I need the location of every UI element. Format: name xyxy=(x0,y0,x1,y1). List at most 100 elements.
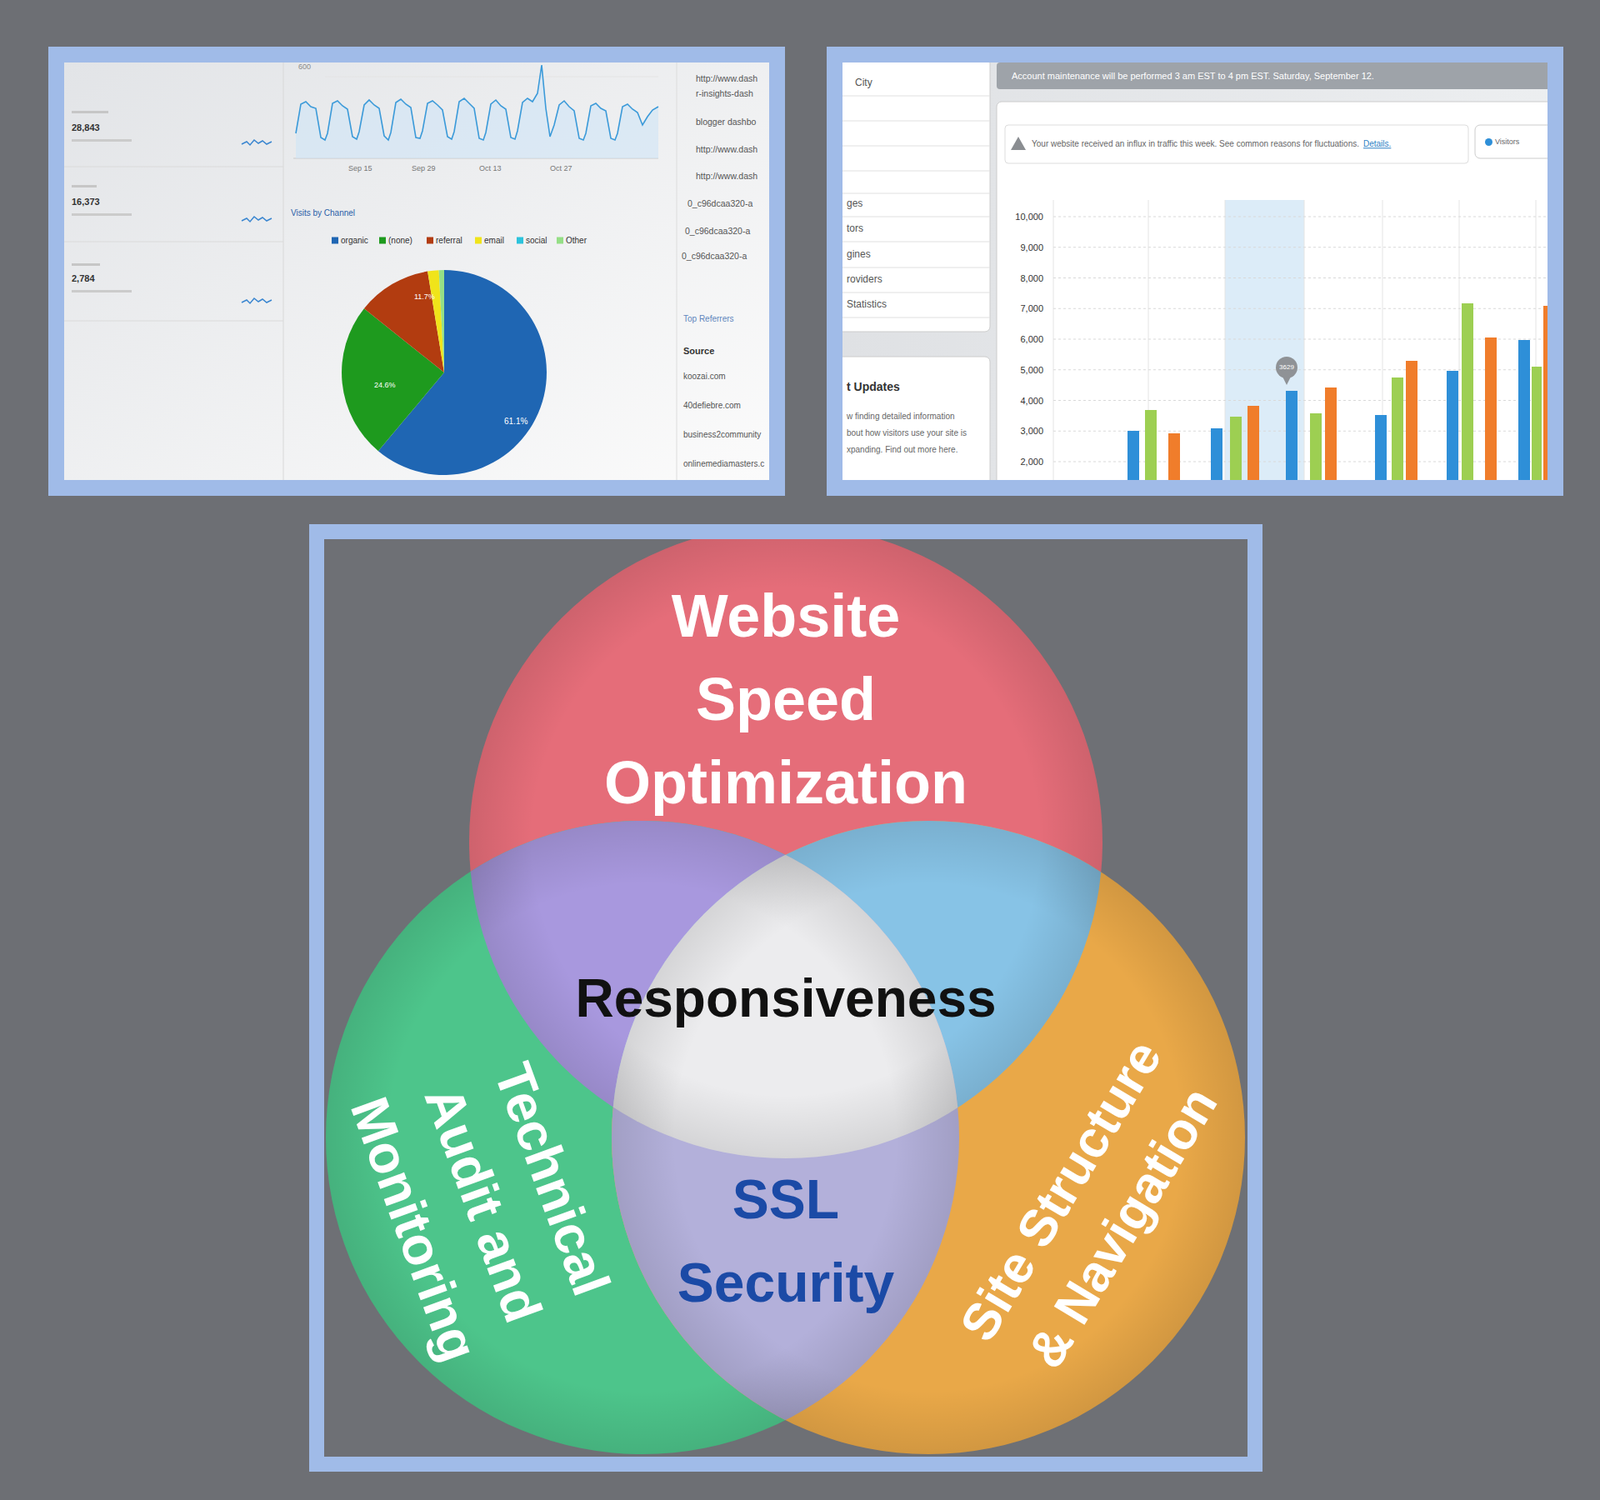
legend-text: organic xyxy=(340,235,369,245)
grid-part xyxy=(1225,200,1226,480)
legend-swatch xyxy=(475,236,482,244)
analytics-screenshot xyxy=(48,46,785,496)
legend-text: referral xyxy=(435,235,463,245)
slice-value: 11.7% xyxy=(414,292,435,301)
bar-chart-part xyxy=(1485,337,1497,480)
panel-frame xyxy=(48,46,785,496)
traffic-screenshot-part-part xyxy=(842,95,990,318)
grid xyxy=(1053,216,1548,462)
notice-bar xyxy=(996,62,1548,90)
alert-box xyxy=(1005,125,1469,164)
venn-diagram-part-part xyxy=(611,820,1245,1455)
panel-frame xyxy=(826,46,1564,496)
legend-text: (none) xyxy=(388,235,413,245)
axis-value: 10,000 xyxy=(1015,211,1044,223)
venn-overlap xyxy=(611,820,1245,1455)
table-heading: Source xyxy=(683,345,715,357)
analytics-screenshot-part-part xyxy=(64,166,284,168)
url-text: http://www.dash xyxy=(695,170,758,181)
legend-item: organic xyxy=(331,235,369,245)
line-chart xyxy=(295,65,659,140)
url-text: 0_c96dcaa320-a xyxy=(681,250,747,261)
bar-chart-part xyxy=(1325,387,1337,480)
menu-item: Statistics xyxy=(846,299,887,311)
url-text: http://www.dash xyxy=(695,144,758,155)
stat-value: 28,843 xyxy=(71,122,100,134)
analytics-screenshot-part-part xyxy=(325,76,659,78)
url-text: r-insights-dash xyxy=(695,88,754,99)
panel-text: bout how visitors use your site is xyxy=(846,428,967,439)
bar-chart-part xyxy=(1310,413,1322,480)
sparkline xyxy=(241,216,272,222)
axis-date: Oct 27 xyxy=(550,164,573,173)
data-pin-part xyxy=(1275,356,1298,379)
traffic-screenshot xyxy=(826,46,1564,496)
venn-diagram-part-part xyxy=(611,820,1245,1455)
legend-swatch xyxy=(379,236,386,244)
table-cell: business2community xyxy=(683,430,761,440)
bar-chart-part xyxy=(1405,360,1418,480)
region-label: Website Speed Optimization xyxy=(590,574,982,825)
region-label: Responsiveness xyxy=(575,966,996,1030)
axis-value: 6,000 xyxy=(1020,334,1044,345)
venn-diagram-part-part-part xyxy=(611,820,1245,1455)
menu-item: gines xyxy=(846,249,871,261)
pie-chart-part xyxy=(439,270,445,373)
url-text: http://www.dash xyxy=(695,73,758,84)
pie-chart-part xyxy=(427,270,445,373)
venn-diagram xyxy=(309,524,1263,1472)
grid-part xyxy=(1459,200,1460,480)
traffic-screenshot-part-part-part xyxy=(842,216,990,218)
venn-circle xyxy=(611,820,1245,1455)
axis-value: 5,000 xyxy=(1020,364,1044,375)
venn-diagram-part-part xyxy=(611,820,1245,1455)
axis-date: Sep 29 xyxy=(411,164,436,173)
venn-center xyxy=(611,820,1245,1455)
grid-part xyxy=(1053,339,1548,340)
traffic-screenshot-part-part-part xyxy=(842,120,990,122)
analytics-screenshot-part xyxy=(64,62,770,480)
axis-value: 2,000 xyxy=(1020,456,1044,468)
data-pin xyxy=(1275,356,1298,385)
traffic-screenshot-part-part-part xyxy=(842,241,990,243)
legend-text: Visitors xyxy=(1495,137,1520,146)
panel-frame xyxy=(309,524,1263,1472)
legend-box xyxy=(1475,125,1548,159)
alert-link: Details. xyxy=(1363,139,1391,150)
axis-value: 7,000 xyxy=(1020,303,1044,315)
traffic-screenshot-part xyxy=(842,62,1548,480)
bar-chart-part xyxy=(1543,305,1548,480)
axis-value: 8,000 xyxy=(1020,272,1044,284)
legend-item: Other xyxy=(556,235,587,245)
notice-text: Account maintenance will be performed 3 … xyxy=(1011,70,1375,82)
legend-text: email xyxy=(484,235,505,245)
table-cell: koozai.com xyxy=(683,371,726,382)
warning-icon xyxy=(1010,136,1026,150)
traffic-screenshot-part-part-part xyxy=(842,170,990,172)
analytics-screenshot-part-part xyxy=(71,213,132,216)
panel-text: xpanding. Find out more here. xyxy=(846,445,958,455)
bar-chart-part xyxy=(1518,340,1530,480)
bar-chart-part xyxy=(1375,415,1387,480)
highlight-column xyxy=(1225,200,1305,480)
traffic-screenshot-part-part-part xyxy=(842,145,990,147)
table-cell: 40defiebre.com xyxy=(683,400,741,411)
venn-shade xyxy=(611,820,1245,1455)
legend-swatch xyxy=(1485,138,1493,146)
legend-swatch xyxy=(556,236,564,244)
legend-item: social xyxy=(516,235,548,245)
sparkline xyxy=(241,298,272,304)
legend-item: referral xyxy=(426,235,463,245)
menu-item: City xyxy=(855,77,873,90)
legend-item: email xyxy=(475,235,505,245)
bar-chart xyxy=(1127,303,1548,480)
slice-value: 24.6% xyxy=(374,380,396,390)
bar-chart-part xyxy=(1230,416,1242,480)
legend-item: Visitors xyxy=(1485,137,1520,146)
axis-value: 9,000 xyxy=(1020,241,1044,253)
traffic-screenshot-part-part-part xyxy=(842,267,990,269)
menu-item: tors xyxy=(846,223,864,235)
venn-overlap xyxy=(611,820,1245,1455)
alert-text: Your website received an influx in traff… xyxy=(1031,139,1360,150)
